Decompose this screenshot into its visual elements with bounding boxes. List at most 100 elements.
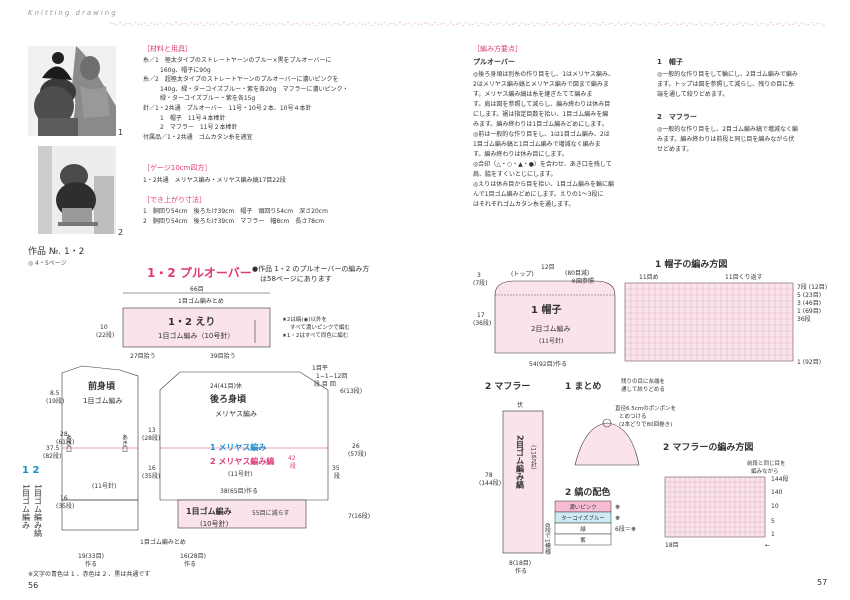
materials-line: 160g、帽子に90g — [160, 66, 211, 74]
pullover-note-1: ●作品 1・2 のプルオーバーの編み方 — [252, 264, 369, 273]
hat-top: (トップ) — [511, 271, 534, 278]
materials-line: 140g、緑・ターコイズブルー・紫を各20g マフラーに濃いピンク・ — [160, 85, 349, 93]
page-number-left: 56 — [28, 581, 38, 590]
hat-w80: (80目減) — [565, 269, 589, 277]
hat-cast: 54(92目)作る — [529, 360, 567, 368]
left-h375: 37.5 — [46, 445, 60, 452]
scarf-title: 2 マフラー — [485, 381, 530, 392]
collar-title: 1・2 えり — [168, 316, 215, 328]
scarf-chart-row: 1 — [771, 531, 775, 538]
right-h7: 7(16段) — [348, 512, 370, 520]
hat-chart-11b: 11目くり返す — [725, 274, 763, 281]
front-cast-w: 19(33目) — [78, 553, 104, 560]
method-hat-line: 端を通して絞りどめます。 — [657, 91, 729, 98]
side-opening: あき口 — [65, 434, 72, 453]
back-rib — [177, 499, 307, 529]
scarf-needle: (11号針) — [530, 445, 537, 469]
photo-label-2: 2 — [118, 228, 124, 237]
back-title: 後ろ身頃 — [210, 393, 247, 405]
right-h26-rows: (57段) — [348, 450, 366, 458]
scarf-chart-title: 2 マフラーの編み方図 — [663, 441, 753, 453]
right-diagrams: (トップ) 12目 (80目減) ※図参照 3 (7段) 17 (36段) 1 … — [473, 258, 827, 587]
method-line: みます。編み終わりは1目ゴム編みどめにします。 — [473, 121, 608, 128]
scarf-chart-row: 144段 — [771, 475, 788, 483]
method-pullover-text: ◎後ろ身頃は別糸の作り目をし、1はメリヤス編み、 2はメリヤス編み縞とメリヤス編… — [473, 70, 614, 210]
method-pullover-heading: プルオーバー — [473, 58, 515, 66]
scarf-chart-lines — [664, 476, 766, 538]
finished-size-title: ［でき上がり寸法］ — [143, 196, 206, 204]
hat-l17: 17 — [477, 312, 485, 319]
method-hat-heading: 1 帽子 — [657, 58, 683, 66]
method-line: ◎後ろ身頃は別糸の作り目をし、1はメリヤス編み、 — [473, 71, 615, 78]
materials-line: 緑・ターコイズブルー・紫を各15g — [160, 95, 256, 103]
scarf-chart-row: 10 — [771, 503, 779, 510]
back-note-1: 1 メリヤス編み — [210, 442, 266, 452]
star-note-2: すべて濃いピンクで編む — [290, 323, 350, 331]
front-title: 前身頃 — [88, 380, 116, 392]
back-body-outline — [159, 371, 329, 501]
materials-title: ［材料と用具］ — [143, 45, 192, 53]
star-note-1: ★2は縞(◉)以外を — [282, 315, 327, 323]
front-sub: 1目ゴム編み — [83, 396, 122, 405]
hat-chart-lines — [624, 282, 794, 362]
method-hat-line: ます。トップは図を参照して減らし、残りの目に糸 — [657, 81, 795, 88]
header-wave-border — [109, 22, 425, 26]
finished-line: 2 胴回り54cm 後ろたけ39cm マフラー 幅8cm 長さ78cm — [143, 217, 325, 225]
pullover-title: 1・2 プルオーバー — [147, 265, 252, 280]
finish-note-5: (2本どりで80回巻き) — [619, 420, 672, 428]
rib-decrease: 55目に減らす — [252, 509, 290, 517]
pick-39: 39目拾う — [210, 352, 236, 360]
hat-l3-rows: (7段) — [473, 279, 488, 287]
method-line: す。編み終わりは休み目にします。 — [473, 151, 568, 158]
method-line: す。メリヤス編み縞は糸を継ぎたてて編みま — [473, 91, 593, 98]
back-w38: 38(65目)作る — [220, 487, 258, 495]
left-h375-rows: (82段) — [43, 452, 61, 460]
gauge-line: 1・2共通 メリヤス編み・メリヤス編み縞17目22段 — [143, 177, 286, 184]
color-mark: ❋ — [615, 515, 620, 522]
materials-list: 糸／1 極太タイプのストレートヤーンのブルー×黒をプルオーバーに 160g、帽子… — [143, 56, 348, 142]
right-page: ［編み方要点］ プルオーバー ◎後ろ身頃は別糸の作り目をし、1はメリヤス編み、 … — [425, 0, 850, 600]
finish-hat — [574, 422, 640, 466]
method-scarf-line: みます。編み終わりは前段と同じ目を編みながら伏 — [657, 136, 795, 143]
pullover-diagram: 1・2 プルオーバー ●作品 1・2 のプルオーバーの編み方 は58ページにあり… — [22, 264, 371, 590]
back-cast-w: 16(28目) — [180, 553, 206, 560]
shoulder-row-1: 1目平 — [312, 365, 328, 372]
materials-line: 糸／2 超極太タイプのストレートヤーンのプルオーバーに濃いピンクを — [143, 76, 339, 84]
hat-chart-row: 36段 — [797, 315, 811, 323]
photo-label-1: 1 — [118, 128, 124, 137]
finish-note-4: とめつける — [619, 413, 647, 420]
materials-line: 糸／1 極太タイプのストレートヤーンのブルー×黒をプルオーバーに — [143, 57, 332, 64]
color-mark: 6段＝❋ — [615, 525, 636, 533]
front-rib — [61, 499, 139, 531]
work-page-ref: ◎ 4・5ページ — [28, 260, 67, 267]
side-opening-2: あき口 — [121, 434, 128, 453]
star-note-3: ★1・2はすべて同色に編む — [282, 331, 349, 339]
photo-pug-with-hat — [28, 46, 116, 136]
method-scarf-text: ◎一般的な作り目をし、2目ゴム編み縞で増減なく編 みます。編み終わりは前段と同じ… — [657, 125, 798, 155]
method-line: ◎えりは休み目から目を拾い、1目ゴム編みを輪に編 — [473, 181, 615, 188]
header-wave-border — [425, 22, 826, 26]
hat-w12: 12目 — [541, 264, 555, 271]
method-line: す。肩は図を参照して減らし、編み終わりは休み目 — [473, 101, 611, 108]
materials-line: 2 マフラー 11号２本棒針 — [160, 124, 238, 132]
method-line: ◎前は一般的な作り目をし、1は1目ゴム編み、2は — [473, 131, 610, 138]
right-h42: 42 — [288, 455, 296, 462]
mid-h16: 16 — [148, 465, 156, 472]
hat-ref: ※図参照 — [571, 277, 594, 285]
back-neck: 24(41目)休 — [210, 382, 242, 390]
shoulder-row-3: 段 目 回 — [314, 380, 336, 388]
method-scarf-heading: 2 マフラー — [657, 113, 697, 121]
method-hat-line: ◎一般的な作り目をして輪にし、2目ゴム編みで編み — [657, 71, 798, 78]
mid-h16-rows: (35段) — [142, 472, 160, 480]
side-label-1: 1目ゴム編み — [22, 484, 31, 529]
scarf-l78: 78 — [485, 472, 493, 479]
finish-note-2: 通して絞りどめる — [621, 385, 665, 393]
hat-l3: 3 — [477, 272, 481, 279]
work-title: 作品 №. 1・2 — [28, 247, 85, 257]
colors-title: 2 縞の配色 — [565, 486, 610, 498]
scarf-chart-bottom: 18目 — [665, 542, 679, 549]
materials-line: 付属品／1・2共通 ゴムカタン糸を適宜 — [143, 133, 253, 141]
side-label-2: 1目ゴム編み縞 — [34, 484, 43, 538]
left-h85: 8.5 — [50, 390, 60, 397]
